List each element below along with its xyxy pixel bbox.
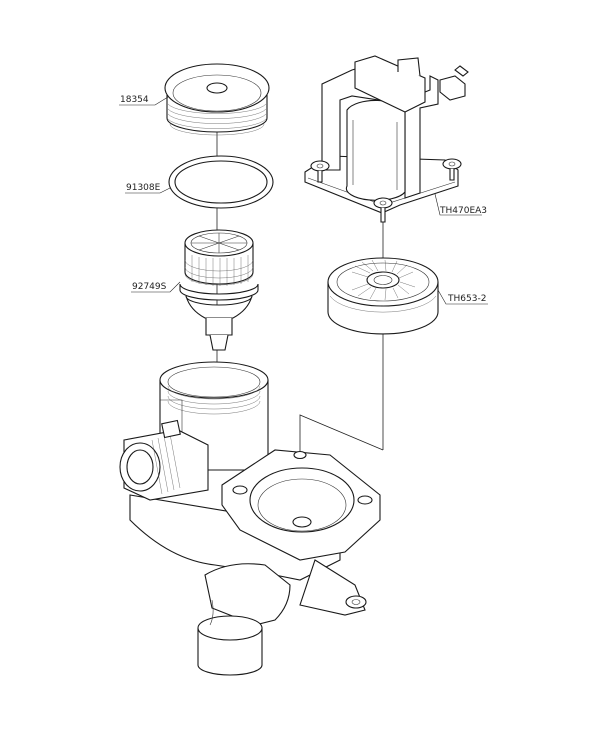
coil-th470ea3 (304, 55, 469, 223)
label-text-oring: 91308E (126, 183, 161, 193)
label-oring: 91308E (125, 183, 171, 194)
part-labels: 18354 91308E 92749S TH470EA3 TH653-2 (119, 95, 488, 305)
label-coil: TH470EA3 (434, 193, 487, 216)
valve-body (119, 361, 381, 676)
cap-18354 (164, 63, 270, 136)
label-text-coil: TH470EA3 (439, 206, 487, 216)
armature-th653-2 (327, 257, 439, 335)
label-filter: 92749S (131, 281, 181, 293)
label-armature: TH653-2 (437, 289, 488, 305)
filter-92749s (179, 229, 259, 351)
oring-91308e (168, 155, 274, 209)
label-cap: 18354 (119, 95, 169, 106)
label-text-cap: 18354 (120, 95, 149, 105)
label-text-armature: TH653-2 (447, 294, 486, 304)
label-text-filter: 92749S (132, 282, 167, 292)
